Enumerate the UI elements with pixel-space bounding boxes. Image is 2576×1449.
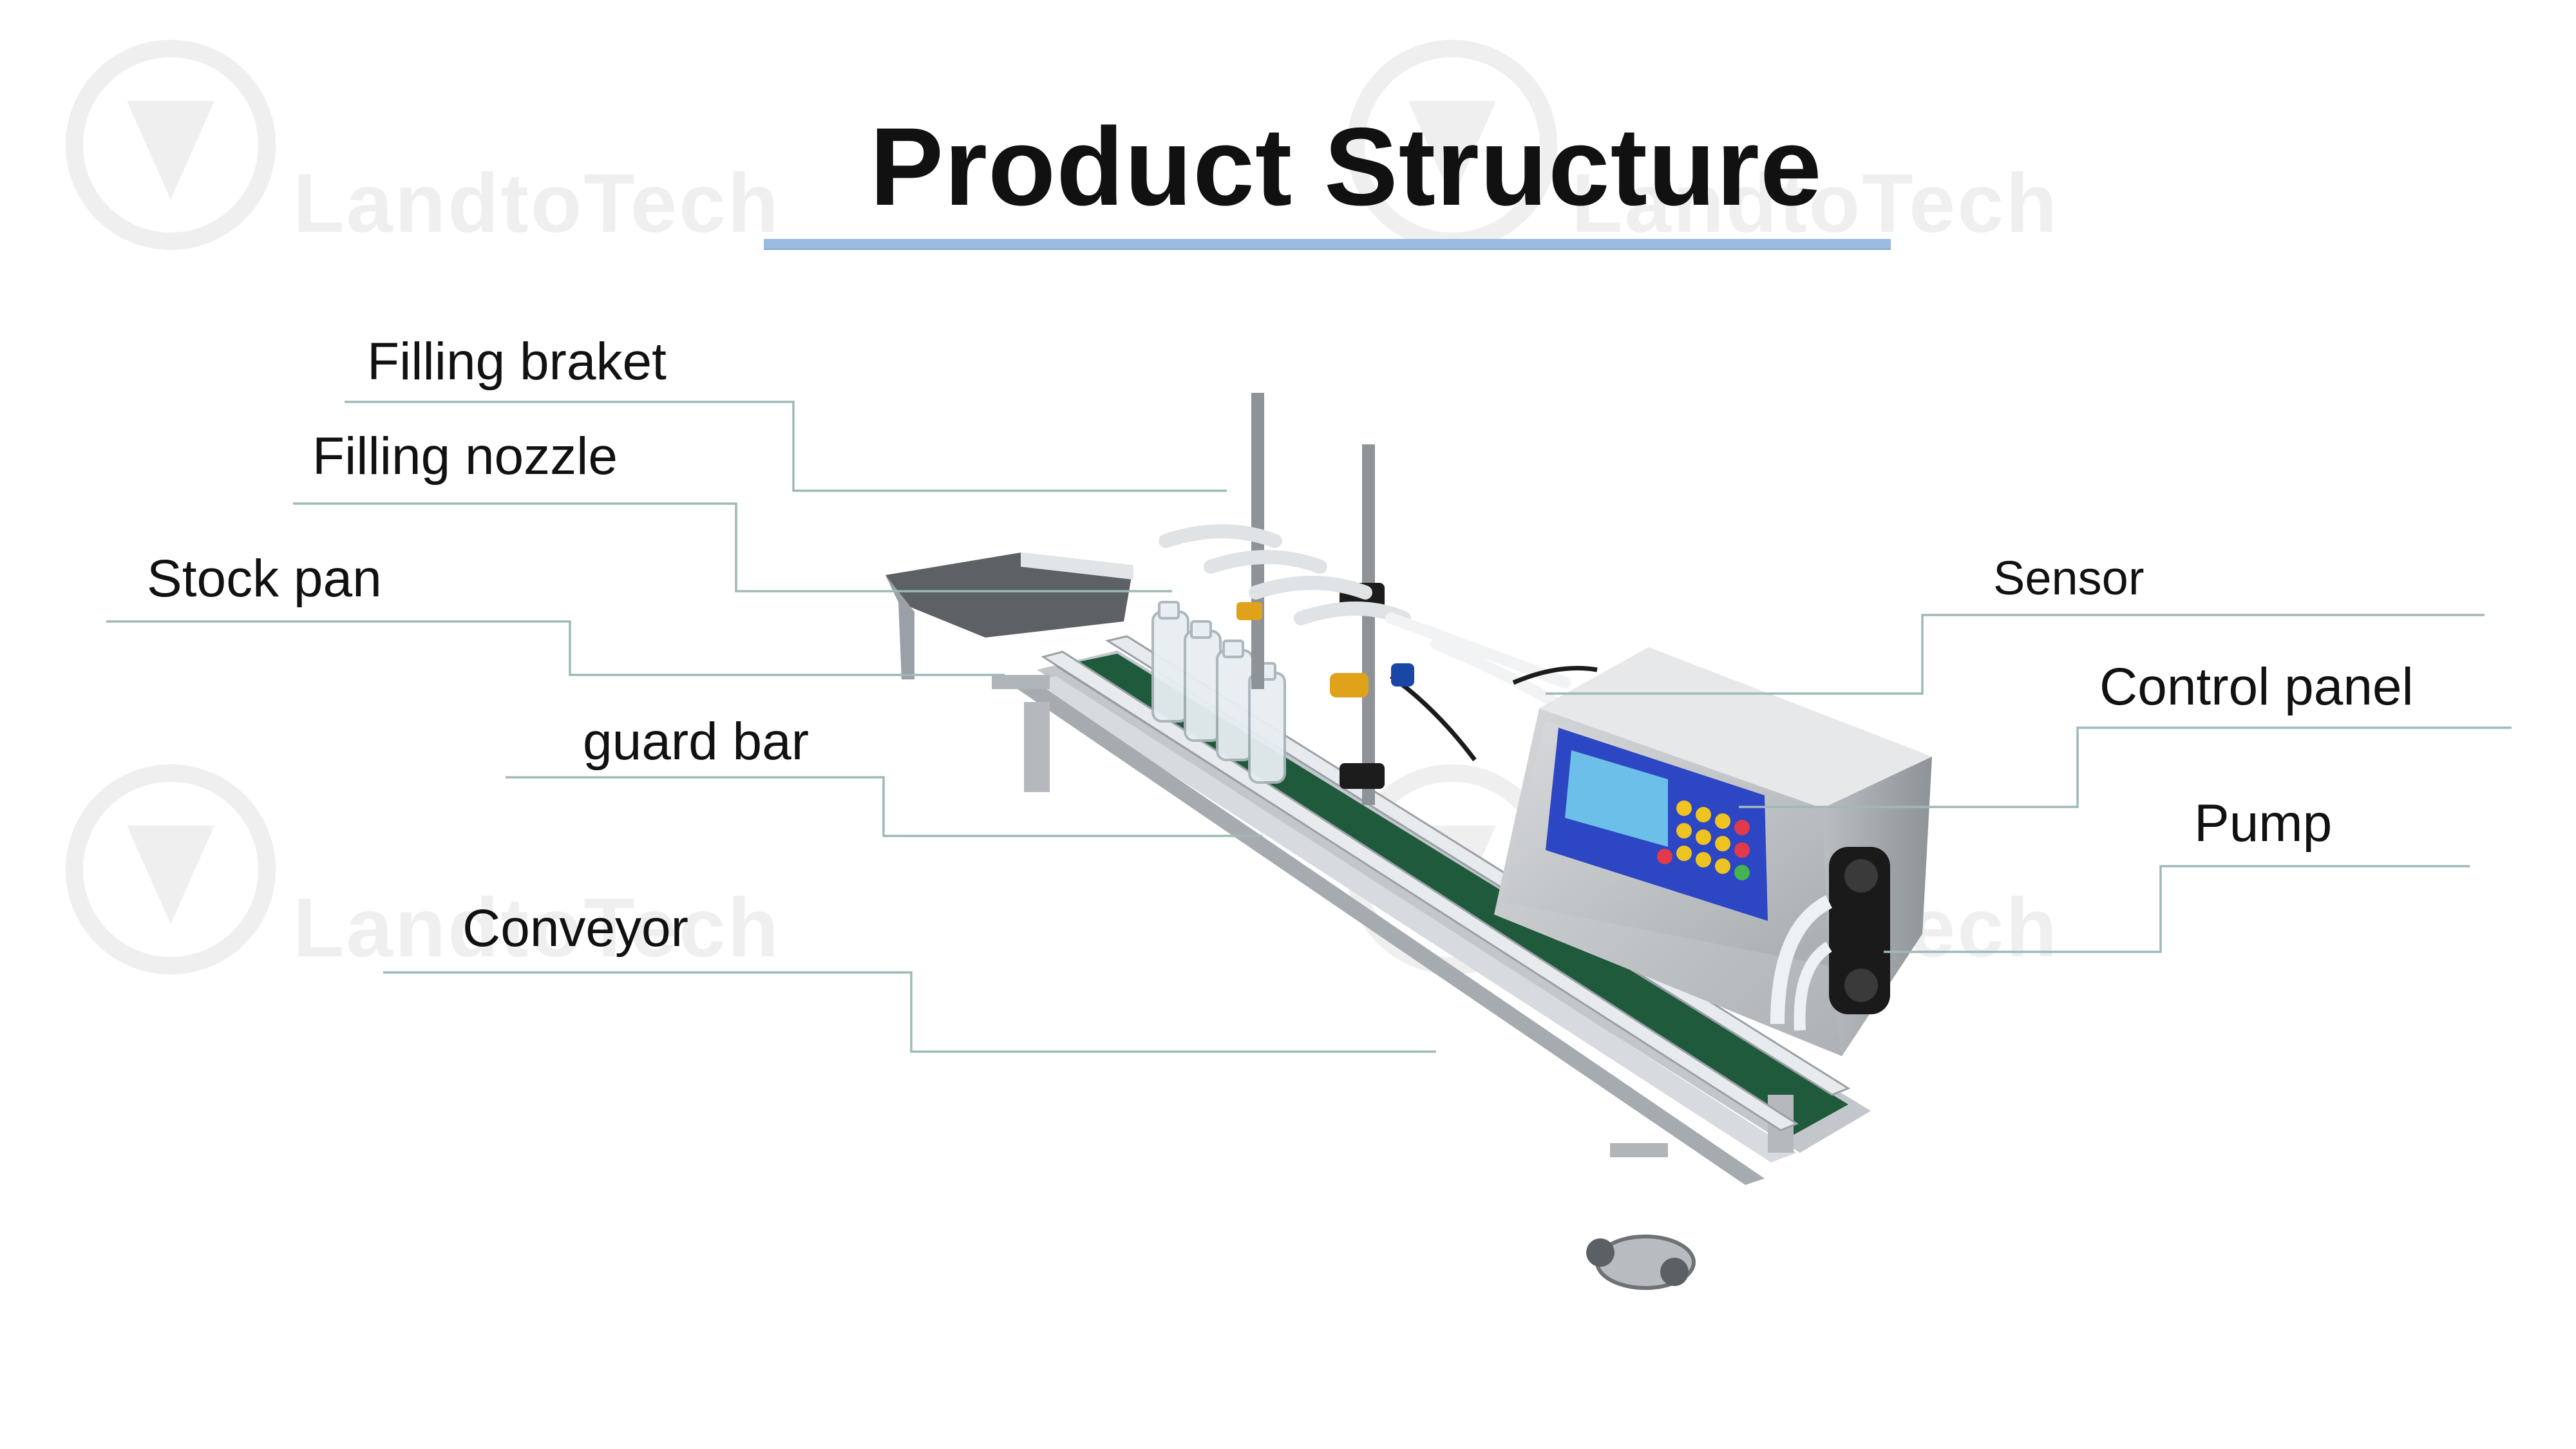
label-filling-bracket: Filling braket bbox=[367, 332, 667, 391]
leader-guard-bar bbox=[506, 776, 1262, 837]
label-filling-nozzle: Filling nozzle bbox=[312, 427, 618, 486]
leader-control-panel bbox=[1739, 726, 2512, 808]
label-sensor: Sensor bbox=[1993, 551, 2145, 605]
watermark-text: LandtoTech bbox=[293, 156, 781, 250]
watermark-text: LandtoTech bbox=[1571, 156, 2059, 250]
watermark-logo-icon bbox=[61, 35, 280, 254]
watermark-logo-icon bbox=[61, 760, 280, 979]
filling-bracket bbox=[1236, 393, 1385, 805]
leader-conveyor bbox=[383, 971, 1436, 1053]
leader-pump bbox=[1884, 865, 2470, 953]
leader-sensor bbox=[1546, 614, 2485, 695]
leader-stock-pan bbox=[106, 620, 1005, 676]
title-underline bbox=[764, 239, 1891, 250]
pump bbox=[1770, 847, 1890, 1031]
label-stock-pan: Stock pan bbox=[147, 549, 382, 608]
label-pump: Pump bbox=[2194, 794, 2333, 853]
label-guard-bar: guard bar bbox=[583, 712, 810, 771]
sensor-head bbox=[1391, 663, 1414, 687]
page-title: Product Structure bbox=[869, 105, 1823, 229]
bottles bbox=[1151, 601, 1286, 784]
label-control-panel: Control panel bbox=[2099, 658, 2414, 716]
control-box bbox=[1494, 647, 1932, 1056]
stock-pan bbox=[886, 553, 1133, 679]
label-conveyor: Conveyor bbox=[462, 899, 688, 958]
control-panel bbox=[1546, 728, 1768, 921]
watermark-text: LandtoTech bbox=[293, 880, 781, 974]
leader-filling-nozzle bbox=[293, 502, 1172, 592]
leader-filling-bracket bbox=[345, 401, 1227, 492]
